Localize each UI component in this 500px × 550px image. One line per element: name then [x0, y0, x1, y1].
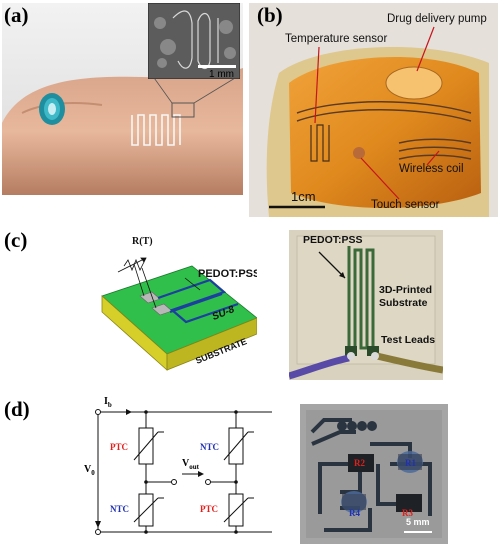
device-r2-label: R2: [354, 458, 365, 468]
callout-drug-delivery-pump: Drug delivery pump: [387, 13, 487, 25]
sensor-schematic: [101, 257, 257, 371]
schematic-pedot-label: PEDOT:PSS: [198, 268, 257, 280]
photo-pedot-label: PEDOT:PSS: [303, 234, 363, 246]
circuit-current-symbol: I: [104, 396, 108, 407]
device-r1-label: R1: [405, 458, 416, 468]
callout-wireless-coil: Wireless coil: [399, 163, 464, 175]
circuit-voltage-symbol: V: [84, 464, 92, 475]
panel-a: (a) 1 mm: [2, 3, 243, 195]
panel-d-label: (d): [4, 397, 30, 421]
circuit-current-subscript: b: [107, 401, 112, 409]
circuit-voltage-label: V0: [84, 464, 95, 477]
device-r3-label: R3: [402, 508, 413, 518]
circuit-vout-subscript: out: [189, 463, 199, 471]
sem-inset: [148, 3, 240, 79]
circuit-current-label: Ib: [104, 396, 112, 409]
circuit-ptc-top-label: PTC: [110, 442, 128, 452]
panel-d-photo: R2 R1 R4 R3 5 mm: [300, 404, 448, 544]
photo-substrate-label-line1: 3D-Printed: [379, 284, 433, 296]
circuit-ntc-bottom-label: NTC: [110, 504, 130, 514]
bridge-device-photo: [300, 404, 448, 544]
panel-c-schematic: R(T) PEDOT:PSS SU-8 SUBSTRATE: [82, 236, 257, 374]
circuit-ptc-bottom-label: PTC: [200, 504, 218, 514]
circuit-vout-label: Vout: [182, 458, 199, 471]
photo-test-leads-label: Test Leads: [381, 334, 436, 346]
panel-b-scale-label: 1cm: [291, 189, 316, 204]
sem-scale-bar-label: 1 mm: [209, 69, 234, 80]
panel-a-label: (a): [4, 3, 29, 27]
wearable-device-photo: [249, 3, 498, 217]
circuit-ntc-top-label: NTC: [200, 442, 220, 452]
device-r4-label: R4: [349, 508, 360, 518]
panel-d-circuit: Ib V0 Vout PTC NTC NTC PTC: [60, 392, 275, 544]
callout-temperature-sensor: Temperature sensor: [285, 33, 388, 45]
device-scale-label: 5 mm: [406, 517, 430, 527]
circuit-vout-symbol: V: [182, 458, 190, 469]
panel-c-label: (c): [4, 228, 28, 252]
printed-substrate-photo: [289, 230, 443, 380]
callout-touch-sensor: Touch sensor: [371, 199, 440, 211]
bridge-circuit-diagram: [95, 409, 272, 535]
panel-b-label: (b): [257, 3, 283, 27]
panel-c-photo: PEDOT:PSS 3D-Printed Substrate Test Lead…: [289, 230, 443, 380]
schematic-rt-label: R(T): [132, 236, 153, 247]
panel-b: (b) Drug delivery pump Temperature senso…: [249, 3, 498, 217]
photo-substrate-label-line2: Substrate: [379, 297, 428, 309]
circuit-voltage-subscript: 0: [91, 469, 95, 477]
